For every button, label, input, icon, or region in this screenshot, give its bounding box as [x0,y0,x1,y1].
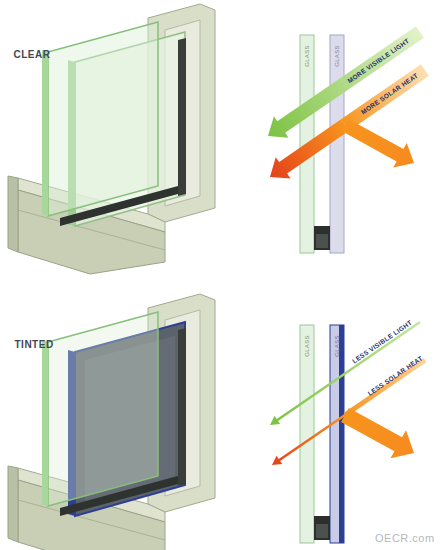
transmitted-heat-arrow [272,414,346,465]
arrow-label: LESS SOLAR HEAT [366,355,423,397]
pane-label: GLASS [334,335,340,357]
reflected-heat-arrow [342,119,414,168]
transmitted-heat-arrow [270,119,349,178]
pane-label: GLASS [304,335,310,357]
panel-title: CLEAR [14,50,51,60]
tinted-section [300,325,344,543]
pane-label: GLASS [334,45,340,67]
tinted-window [8,294,215,550]
panel-title: TINTED [15,340,54,350]
pane-label: GLASS [304,45,310,67]
clear-window [8,4,215,274]
reflected-heat-arrow [341,408,414,458]
watermark: OECR.com [375,533,435,544]
arrow-label: MORE VISIBLE LIGHT [346,37,410,84]
arrow-label: MORE SOLAR HEAT [360,72,419,116]
arrow-label: LESS VISIBLE LIGHT [351,319,413,364]
